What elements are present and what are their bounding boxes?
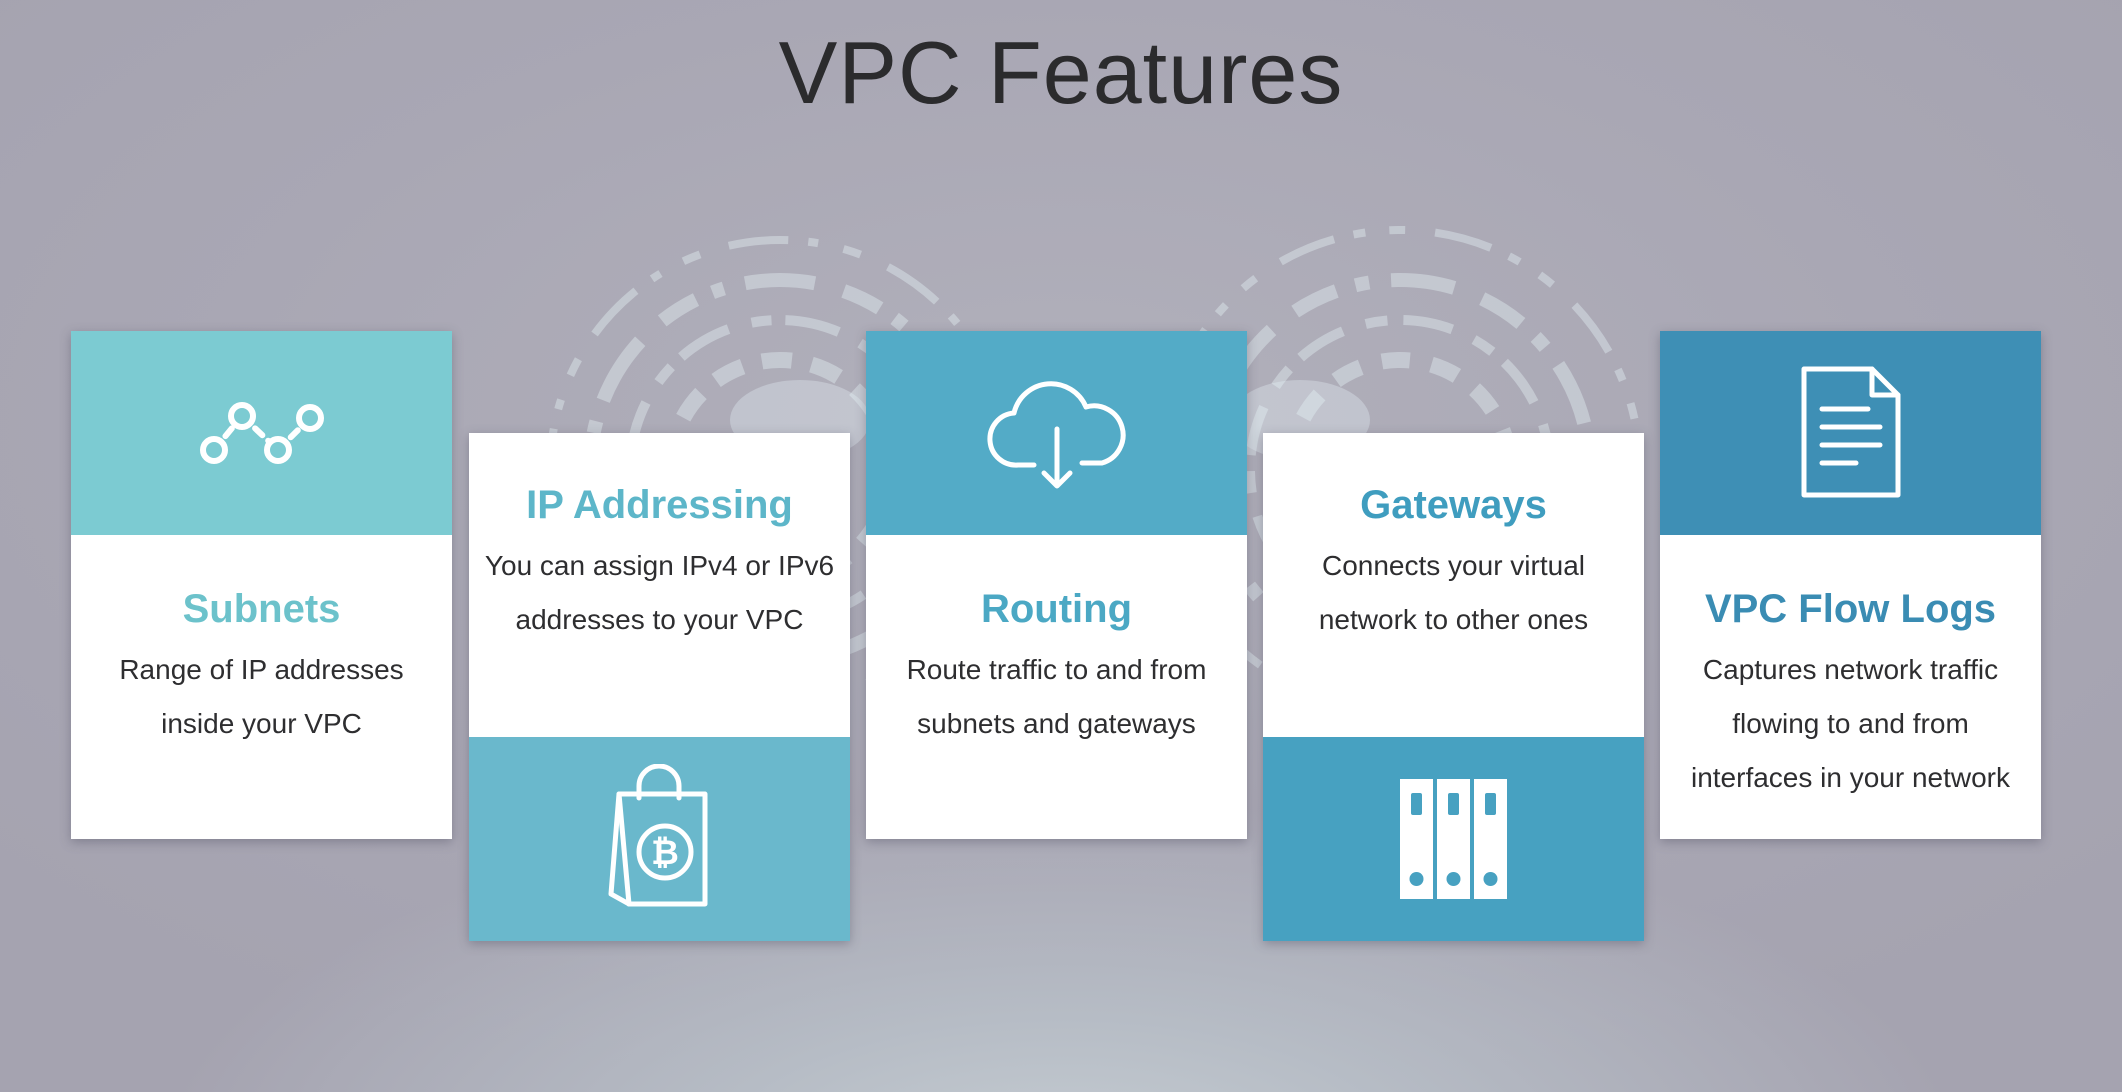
document-icon bbox=[1796, 363, 1906, 503]
card-title: Subnets bbox=[182, 587, 341, 631]
card-text: Gateways Connects your virtual network t… bbox=[1263, 481, 1644, 647]
card-title: IP Addressing bbox=[526, 483, 793, 527]
feature-card-gateways: Gateways Connects your virtual network t… bbox=[1263, 433, 1644, 941]
card-description: Captures network traffic flowing to and … bbox=[1690, 654, 2011, 793]
card-text: VPC Flow Logs Captures network traffic f… bbox=[1660, 585, 2041, 805]
card-text: Subnets Range of IP addresses inside you… bbox=[71, 585, 452, 751]
card-icon-band bbox=[1660, 331, 2041, 535]
card-description: Route traffic to and from subnets and ga… bbox=[906, 654, 1207, 739]
binders-icon bbox=[1398, 777, 1510, 901]
card-icon-band: ₿ bbox=[469, 737, 850, 941]
card-icon-band bbox=[1263, 737, 1644, 941]
card-description: Connects your virtual network to other o… bbox=[1318, 550, 1589, 635]
card-text: IP Addressing You can assign IPv4 or IPv… bbox=[469, 481, 850, 647]
card-description: Range of IP addresses inside your VPC bbox=[119, 654, 404, 739]
svg-text:₿: ₿ bbox=[651, 833, 679, 873]
cloud-download-icon bbox=[982, 373, 1132, 493]
card-description: You can assign IPv4 or IPv6 addresses to… bbox=[484, 550, 835, 635]
slide-title: VPC Features bbox=[778, 23, 1344, 122]
feature-card-routing: Routing Route traffic to and from subnet… bbox=[866, 331, 1247, 839]
card-icon-band bbox=[71, 331, 452, 535]
card-title: VPC Flow Logs bbox=[1704, 587, 1997, 631]
feature-card-vpc-flow-logs: VPC Flow Logs Captures network traffic f… bbox=[1660, 331, 2041, 839]
card-title: Routing bbox=[980, 587, 1133, 631]
network-nodes-icon bbox=[192, 398, 332, 468]
feature-card-subnets: Subnets Range of IP addresses inside you… bbox=[71, 331, 452, 839]
card-icon-band bbox=[866, 331, 1247, 535]
bitcoin-bag-icon: ₿ bbox=[605, 764, 715, 914]
feature-card-ip-addressing: IP Addressing You can assign IPv4 or IPv… bbox=[469, 433, 850, 941]
card-title: Gateways bbox=[1360, 483, 1547, 527]
card-text: Routing Route traffic to and from subnet… bbox=[866, 585, 1247, 751]
